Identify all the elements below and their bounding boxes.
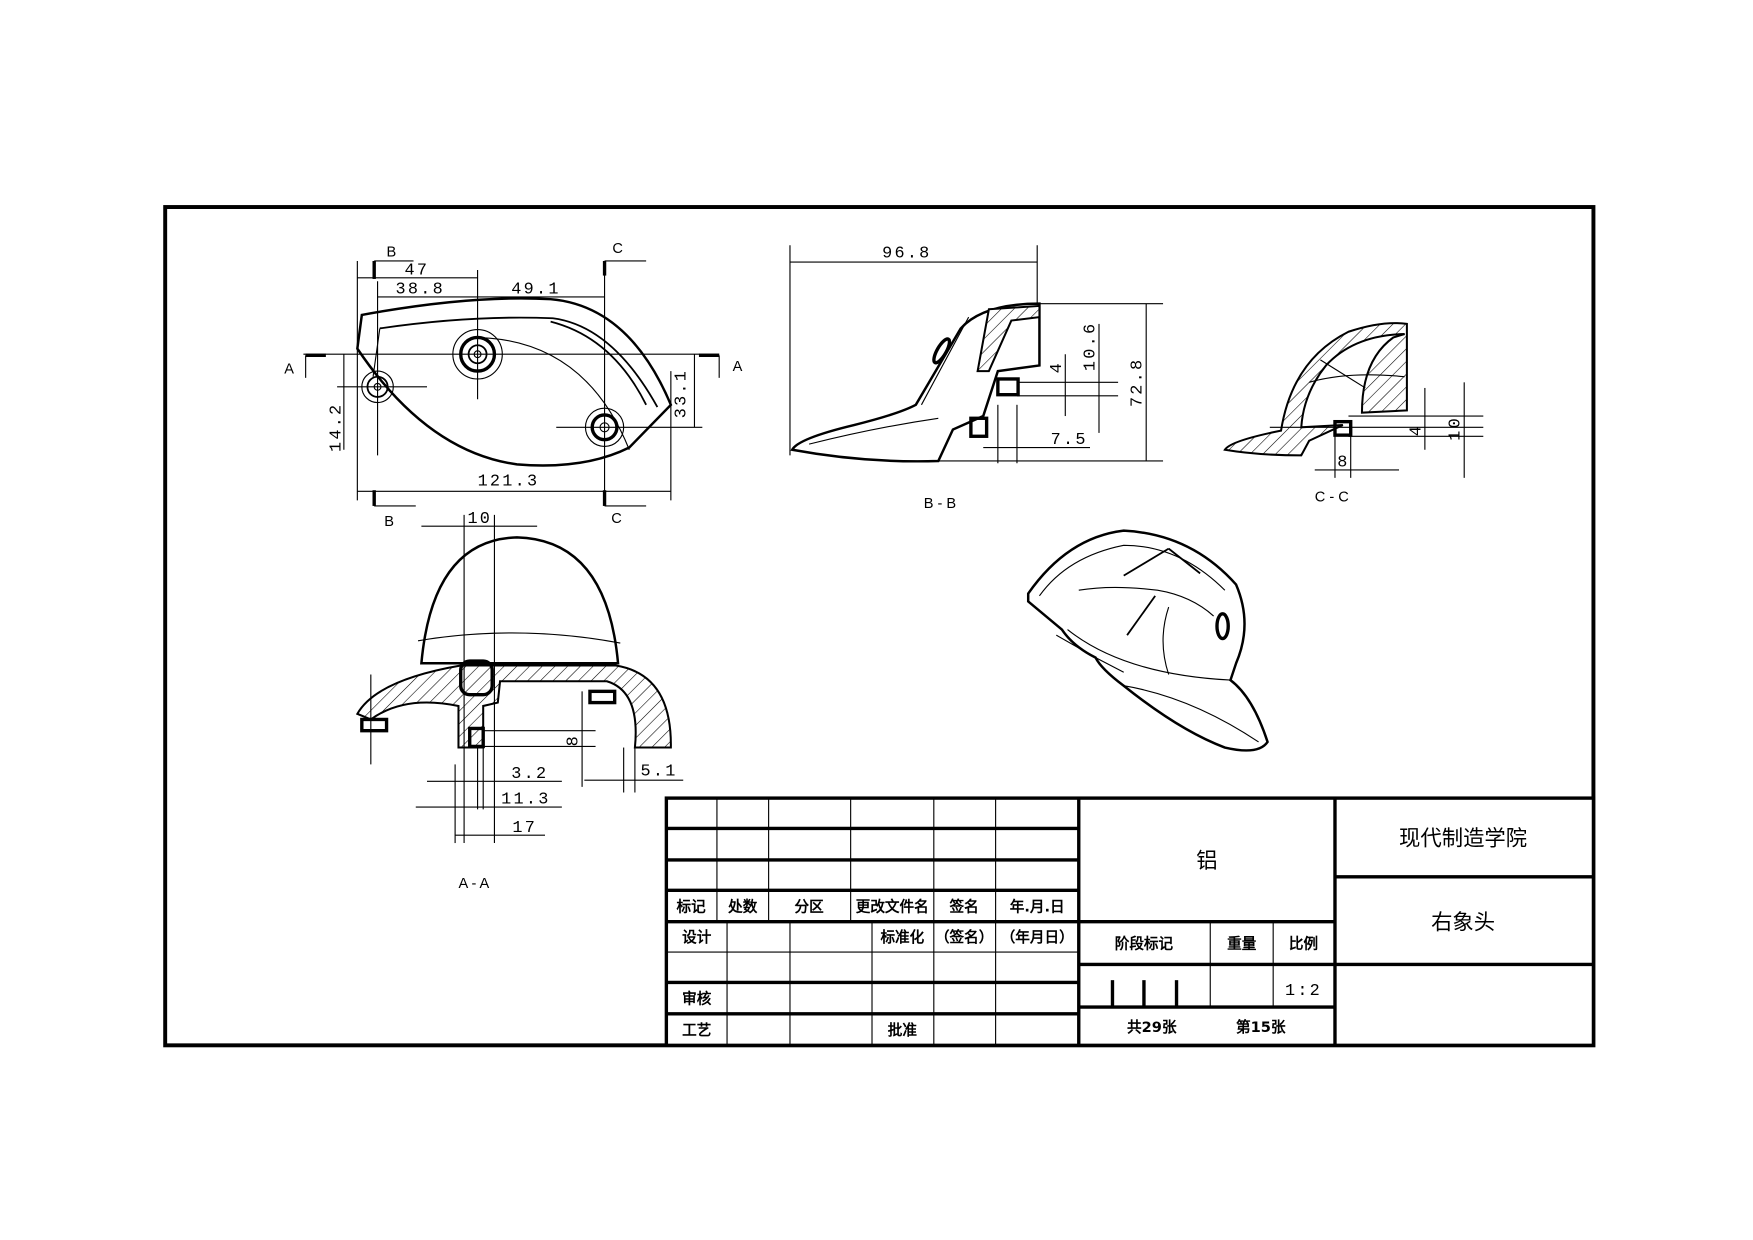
- dim-10-aa: 10: [467, 510, 492, 529]
- stage-mark-label: 阶段标记: [1115, 935, 1174, 953]
- dim-96-8: 96.8: [882, 245, 931, 264]
- dim-8-aa: 8: [565, 734, 584, 746]
- section-bb-title: B - B: [924, 496, 956, 512]
- dim-10-6: 10.6: [1082, 322, 1101, 371]
- dim-49-1: 49.1: [511, 281, 560, 300]
- section-mark-c-bottom: C: [611, 511, 622, 527]
- header-mark: 标记: [675, 898, 706, 916]
- weight-label: 重量: [1227, 935, 1257, 953]
- dim-17: 17: [512, 819, 537, 838]
- dim-72-8: 72.8: [1129, 358, 1148, 407]
- sheet-number: 第15张: [1236, 1018, 1286, 1036]
- header-signature: 签名: [949, 898, 979, 916]
- header-date: 年.月.日: [1010, 898, 1065, 916]
- date-label: （年月日）: [1001, 928, 1074, 946]
- dim-8-cc: 8: [1337, 454, 1349, 473]
- dim-11-3: 11.3: [501, 791, 550, 810]
- dim-7-5: 7.5: [1051, 431, 1088, 450]
- organization-name: 现代制造学院: [1399, 826, 1527, 851]
- section-cc-view: 4 10 8 C - C: [1223, 322, 1484, 505]
- dim-121-3: 121.3: [478, 473, 540, 492]
- isometric-view: [1026, 529, 1269, 752]
- header-change-doc: 更改文件名: [856, 898, 929, 916]
- section-aa-view: 10 8 3.2 11.3 17 5.1 A - A: [355, 510, 684, 892]
- total-sheets: 共29张: [1127, 1019, 1177, 1036]
- section-mark-a-right: A: [733, 359, 743, 375]
- section-aa-title: A - A: [458, 876, 489, 892]
- dim-4-cc: 4: [1407, 424, 1426, 436]
- approve-label: 批准: [888, 1021, 918, 1039]
- title-block: 标记 处数 分区 更改文件名 签名 年.月.日 设计 标准化 （签名） （年月日…: [664, 796, 1596, 1048]
- part-name: 右象头: [1431, 911, 1495, 936]
- section-mark-c-top: C: [612, 241, 623, 257]
- top-view: 47 38.8 49.1 14.2 33.1 121.3 B C A A B C: [284, 241, 742, 530]
- section-mark-b-top: B: [387, 244, 397, 260]
- dim-14-2: 14.2: [327, 403, 346, 452]
- dim-5-1: 5.1: [641, 763, 678, 782]
- header-count: 处数: [727, 898, 758, 916]
- material-value: 铝: [1196, 849, 1217, 874]
- section-cc-title: C - C: [1315, 489, 1349, 505]
- section-bb-view: 96.8 10.6 4 72.8 7.5 B - B: [789, 245, 1164, 512]
- dim-38-8: 38.8: [396, 281, 445, 300]
- header-zone: 分区: [794, 899, 824, 916]
- dim-47: 47: [405, 261, 430, 280]
- scale-label: 比例: [1289, 935, 1318, 953]
- scale-value: 1:2: [1285, 982, 1322, 1001]
- review-label: 审核: [682, 990, 712, 1008]
- dim-4-bb: 4: [1048, 361, 1067, 373]
- dim-3-2: 3.2: [511, 765, 548, 784]
- dim-33-1: 33.1: [672, 369, 691, 418]
- signature-label: （签名）: [935, 928, 993, 946]
- revision-header-row: 标记 处数 分区 更改文件名 签名 年.月.日: [675, 898, 1064, 916]
- section-mark-a-left: A: [284, 361, 294, 377]
- standardization-label: 标准化: [879, 928, 924, 946]
- design-label: 设计: [682, 928, 712, 946]
- dim-10-cc: 10: [1447, 416, 1466, 441]
- section-mark-b-bottom: B: [384, 514, 394, 530]
- process-label: 工艺: [682, 1022, 711, 1039]
